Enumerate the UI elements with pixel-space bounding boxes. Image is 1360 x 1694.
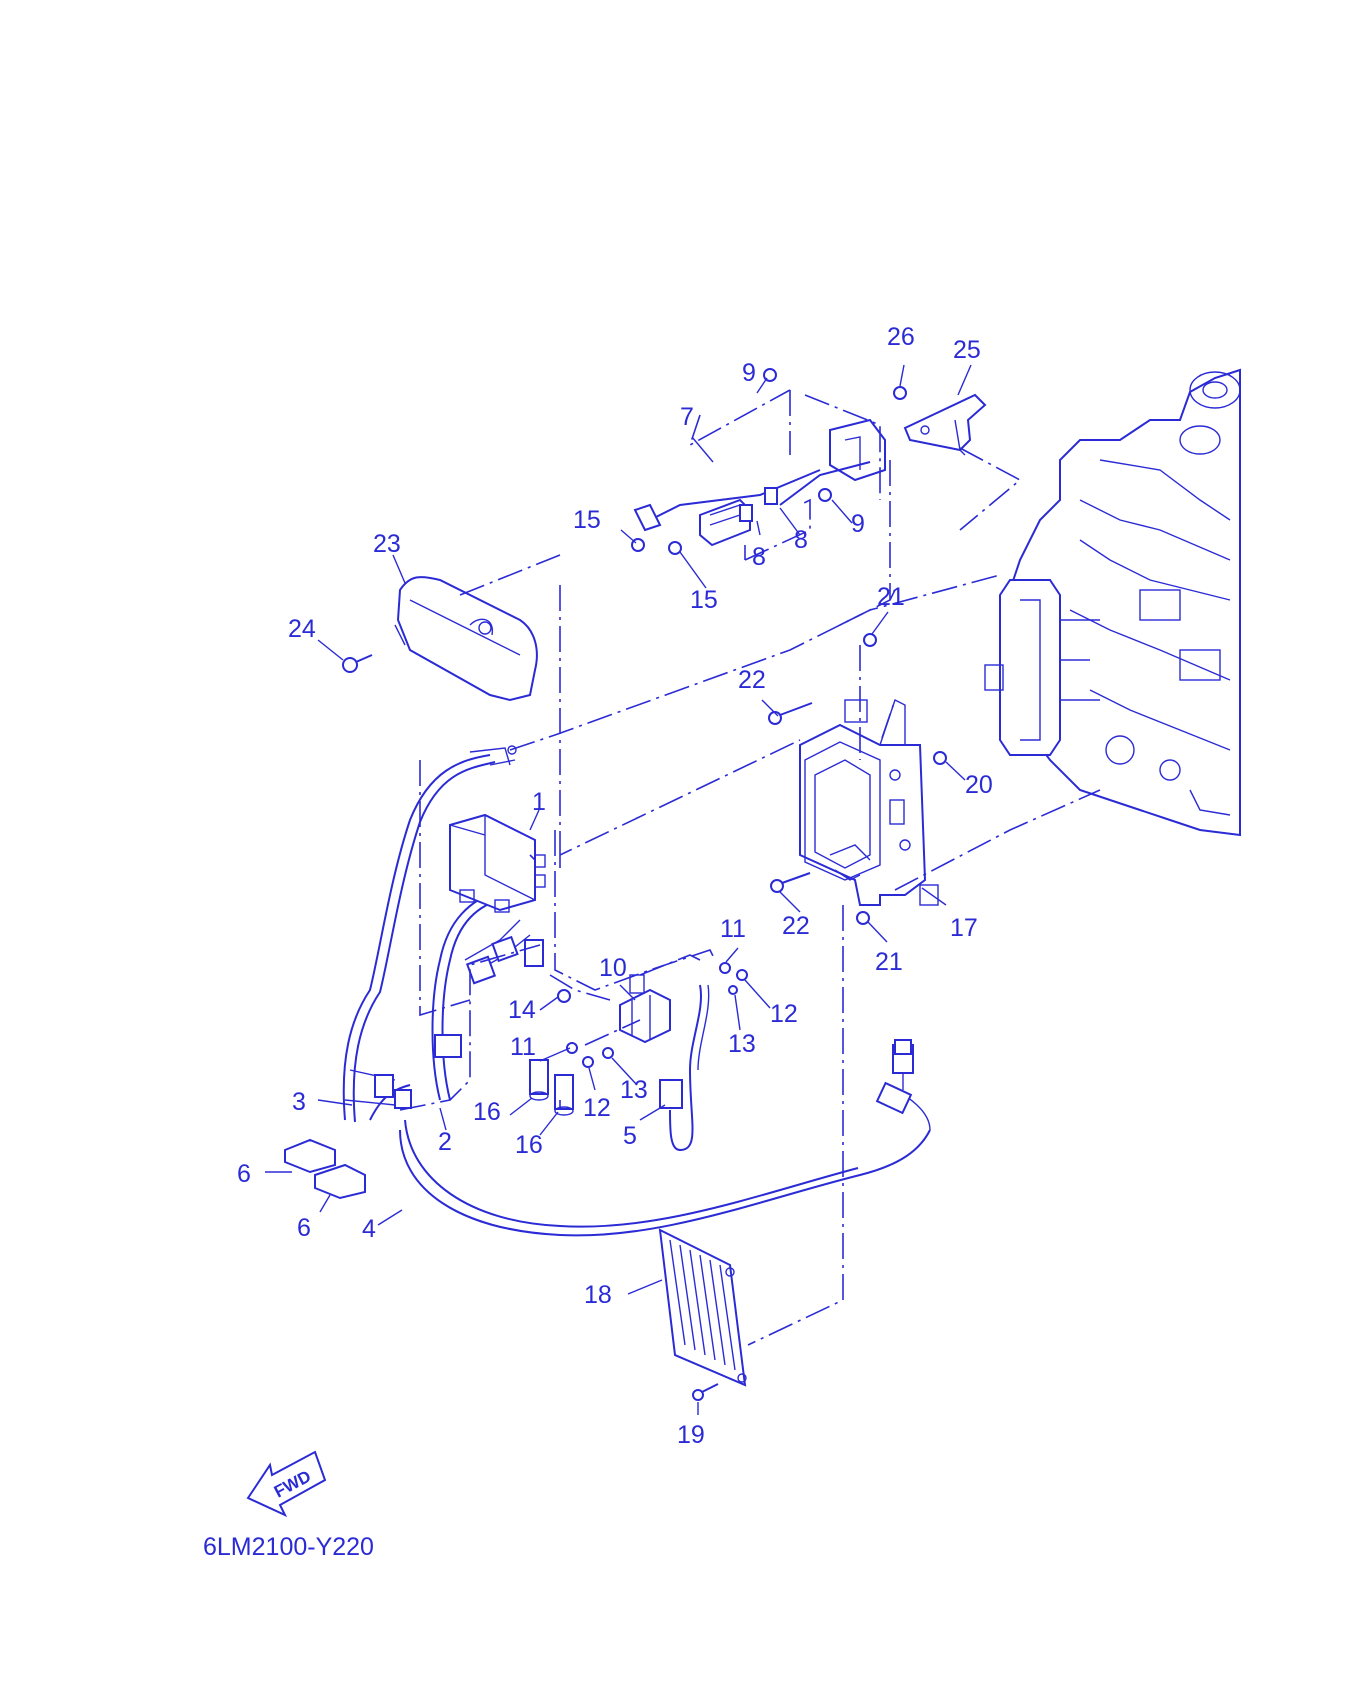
callout-15b: 15	[690, 586, 718, 614]
callout-8b: 8	[794, 526, 808, 554]
part-26-screw	[893, 386, 907, 400]
part-15-screws	[631, 503, 682, 555]
callout-16b: 16	[515, 1131, 543, 1159]
callout-14: 14	[508, 996, 536, 1024]
part-5-lead-wire	[659, 984, 710, 1152]
callout-7: 7	[680, 403, 694, 431]
callout-5: 5	[623, 1122, 637, 1150]
engine-block	[984, 368, 1241, 837]
callout-19: 19	[677, 1421, 705, 1449]
callout-numbers: 1 2 3 4 5 6 6 7 8 8 9 9 10 11 11 12 12 1…	[237, 323, 993, 1449]
leader-lines	[265, 364, 972, 1415]
part-10-clamp	[619, 974, 671, 1044]
part-23-cover	[394, 576, 538, 702]
callout-16a: 16	[473, 1098, 501, 1126]
diagram-code: 6LM2100-Y220	[203, 1533, 374, 1561]
callout-12b: 12	[583, 1094, 611, 1122]
part-24-bolt	[342, 654, 373, 673]
callout-13b: 13	[620, 1076, 648, 1104]
part-6-couplers	[284, 1138, 366, 1200]
callout-2: 2	[438, 1128, 452, 1156]
callout-15a: 15	[573, 506, 601, 534]
callout-11a: 11	[720, 915, 746, 943]
callout-18: 18	[584, 1281, 612, 1309]
callout-12a: 12	[770, 1000, 798, 1028]
part-22-bolts	[768, 702, 813, 893]
callout-22a: 22	[738, 666, 766, 694]
callout-3: 3	[292, 1088, 306, 1116]
part-14-screw	[557, 989, 571, 1003]
part-7-fuse-holder	[649, 368, 886, 547]
fwd-arrow-icon: FWD	[246, 1450, 327, 1518]
assembly-lines	[399, 389, 1101, 1346]
callout-22b: 22	[782, 912, 810, 940]
callout-6b: 6	[297, 1214, 311, 1242]
callout-9b: 9	[851, 510, 865, 538]
part-25-plate	[903, 393, 987, 456]
callout-6a: 6	[237, 1160, 251, 1188]
part-21-screws	[856, 633, 877, 925]
callout-13a: 13	[728, 1030, 756, 1058]
callout-10: 10	[599, 954, 627, 982]
part-1-control-unit	[449, 813, 546, 913]
callout-23: 23	[373, 530, 401, 558]
part-20-screw	[933, 751, 947, 765]
parts-11-12-13-washers	[566, 962, 748, 1068]
part-16-connectors	[529, 1059, 574, 1116]
part-8-fuses	[739, 487, 778, 522]
callout-9a: 9	[742, 359, 756, 387]
callout-17: 17	[950, 914, 978, 942]
part-18-heat-sink	[658, 1228, 747, 1387]
callout-11b: 11	[510, 1033, 536, 1061]
callout-21b: 21	[875, 948, 903, 976]
callout-20: 20	[965, 771, 993, 799]
callout-1: 1	[532, 788, 546, 816]
callout-21a: 21	[877, 583, 905, 611]
callout-25: 25	[953, 336, 981, 364]
part-17-bracket	[799, 699, 939, 906]
callout-8a: 8	[752, 543, 766, 571]
callout-26: 26	[887, 323, 915, 351]
part-19-screw	[692, 1383, 719, 1401]
callout-4: 4	[362, 1215, 376, 1243]
callout-24: 24	[288, 615, 316, 643]
